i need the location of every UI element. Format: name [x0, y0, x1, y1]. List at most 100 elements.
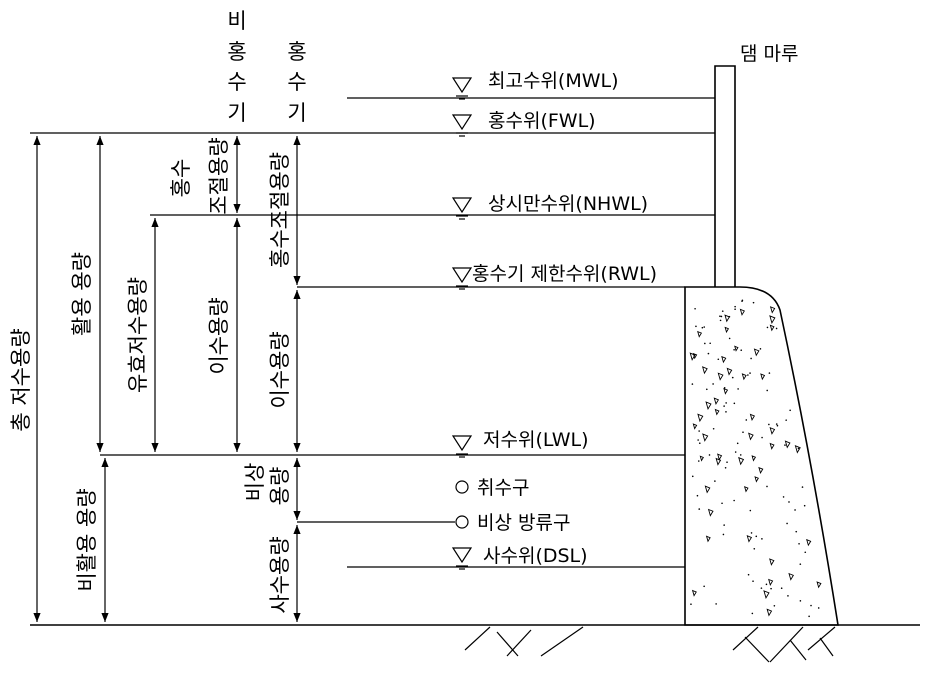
concrete-dot	[760, 587, 763, 589]
concrete-aggregate	[743, 486, 749, 493]
non-flood-char-4: 기	[227, 101, 246, 125]
concrete-aggregate	[769, 306, 776, 314]
concrete-dot	[768, 423, 770, 426]
concrete-dot	[766, 485, 768, 488]
concrete-dot	[725, 402, 727, 404]
concrete-dot	[759, 348, 762, 350]
concrete-dot	[734, 305, 736, 308]
emergency-storage-label-line1: 비상	[243, 463, 267, 502]
concrete-aggregate	[699, 455, 704, 462]
concrete-aggregate	[705, 401, 712, 410]
water-use-left-label: 이수용량	[207, 297, 231, 374]
concrete-aggregate	[717, 453, 723, 461]
concrete-aggregate	[701, 366, 708, 375]
concrete-dot	[766, 389, 768, 392]
concrete-dot	[784, 444, 786, 446]
concrete-dot	[723, 387, 726, 389]
emergency-outlet-label: 비상 방류구	[477, 512, 570, 534]
concrete-dot	[712, 427, 715, 430]
concrete-aggregate	[816, 581, 822, 589]
intake-circle-icon	[455, 480, 469, 494]
concrete-dot	[788, 501, 790, 503]
concrete-aggregate	[760, 373, 766, 381]
concrete-aggregate	[689, 352, 696, 361]
concrete-aggregate	[705, 535, 711, 543]
concrete-dot	[707, 352, 710, 355]
concrete-dot	[737, 388, 739, 390]
concrete-dot	[747, 573, 750, 576]
concrete-dot	[722, 533, 725, 536]
concrete-dot	[785, 419, 787, 421]
concrete-aggregate	[739, 308, 745, 316]
concrete-dot	[709, 342, 711, 345]
concrete-dot	[724, 467, 727, 469]
concrete-dot	[734, 308, 736, 311]
concrete-aggregate	[763, 590, 770, 599]
concrete-aggregate	[766, 608, 773, 617]
concrete-aggregate	[769, 324, 775, 332]
concrete-dot	[719, 319, 722, 322]
concrete-dot	[708, 454, 711, 456]
non-flood-char-3: 수	[227, 70, 246, 94]
concrete-dot	[752, 301, 755, 304]
emergency-outlet-circle-icon	[455, 515, 469, 529]
concrete-dot	[761, 538, 763, 540]
concrete-dot	[765, 583, 768, 586]
concrete-dot	[694, 307, 696, 310]
lwl-label: 저수위(LWL)	[483, 429, 588, 451]
concrete-aggregate	[769, 426, 776, 435]
concrete-dot	[786, 522, 788, 525]
concrete-dot	[734, 451, 737, 453]
concrete-dot	[798, 542, 800, 545]
nhwl-symbol	[451, 197, 473, 220]
concrete-dot	[697, 439, 699, 441]
concrete-dot	[715, 603, 717, 605]
concrete-dot	[697, 460, 700, 462]
dsl-label: 사수위(DSL)	[483, 545, 588, 567]
fwl-label: 홍수위(FWL)	[488, 110, 596, 132]
concrete-dot	[703, 585, 705, 588]
concrete-aggregate	[741, 373, 747, 381]
concrete-dot	[817, 607, 820, 609]
concrete-aggregate	[702, 433, 709, 442]
concrete-dot	[721, 310, 724, 312]
concrete-aggregate	[748, 432, 754, 441]
concrete-dot	[691, 475, 694, 478]
concrete-dot	[740, 349, 743, 352]
effective-storage-label: 유효저수용량	[126, 277, 150, 393]
concrete-dot	[803, 504, 806, 507]
concrete-dot	[701, 326, 704, 329]
concrete-aggregate	[751, 455, 757, 462]
emergency-storage-label-line2: 용량	[268, 467, 292, 506]
concrete-dot	[721, 502, 723, 505]
concrete-aggregate	[724, 326, 730, 334]
concrete-aggregate	[721, 355, 727, 364]
concrete-aggregate	[758, 466, 764, 475]
concrete-dot	[698, 508, 701, 510]
fwl-symbol	[451, 114, 473, 137]
concrete-aggregate	[769, 442, 775, 450]
concrete-dot	[723, 405, 725, 407]
concrete-aggregate	[746, 535, 753, 543]
flood-char-2: 수	[287, 70, 306, 94]
concrete-aggregate	[715, 457, 722, 466]
concrete-dot	[696, 494, 699, 497]
concrete-aggregate	[794, 445, 801, 454]
concrete-dot	[698, 442, 701, 445]
flood-char-3: 기	[287, 101, 306, 125]
concrete-dot	[801, 486, 804, 488]
concrete-dot	[733, 499, 735, 502]
concrete-dot	[789, 409, 791, 412]
concrete-dot	[773, 605, 776, 607]
dam-crest-label: 댐 마루	[740, 43, 798, 65]
concrete-dot	[775, 423, 778, 425]
concrete-dot	[768, 372, 771, 374]
concrete-aggregate	[697, 330, 703, 338]
rwl-symbol	[451, 267, 473, 290]
concrete-aggregate	[704, 485, 711, 494]
flood-season-header: 홍 수 기	[287, 40, 306, 125]
concrete-dot	[750, 532, 753, 534]
concrete-aggregate	[784, 440, 791, 449]
ground-hatch	[464, 626, 836, 663]
